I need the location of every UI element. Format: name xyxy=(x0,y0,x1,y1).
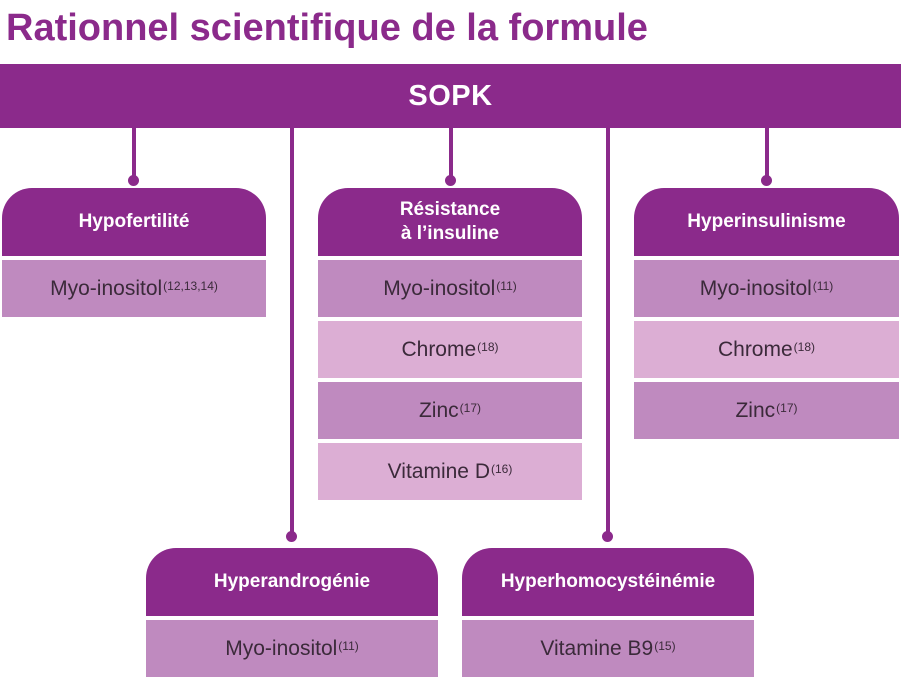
ingredient-ref: (11) xyxy=(338,638,359,653)
connector-dot-resistance xyxy=(445,175,456,186)
category-header: Résistance à l’insuline xyxy=(318,188,582,256)
ingredient-name: Vitamine D xyxy=(387,459,490,483)
ingredient-ref: (12,13,14) xyxy=(163,278,218,293)
ingredient-item: Zinc(17) xyxy=(318,382,582,439)
ingredient-item: Myo-inositol(12,13,14) xyxy=(2,260,266,317)
ingredient-item: Chrome(18) xyxy=(634,321,899,378)
connector-hypofertilite xyxy=(132,128,136,180)
category-label: Hypofertilité xyxy=(78,211,190,232)
category-header: Hyperhomocystéinémie xyxy=(462,548,754,616)
category-header: Hyperandrogénie xyxy=(146,548,438,616)
category-header: Hyperinsulinisme xyxy=(634,188,899,256)
connector-dot-hyperandrogenie xyxy=(286,531,297,542)
connector-dot-hyperhomocysteinemie xyxy=(602,531,613,542)
ingredient-item: Vitamine D(16) xyxy=(318,443,582,500)
page-title: Rationnel scientifique de la formule xyxy=(6,7,648,49)
connector-dot-hyperinsulinisme xyxy=(761,175,772,186)
connector-resistance xyxy=(449,128,453,180)
ingredient-item: Zinc(17) xyxy=(634,382,899,439)
ingredient-item: Myo-inositol(11) xyxy=(146,620,438,677)
connector-hyperandrogenie xyxy=(290,128,294,536)
ingredient-name: Chrome xyxy=(717,337,793,361)
ingredient-name: Chrome xyxy=(401,337,477,361)
ingredient-name: Myo-inositol xyxy=(50,276,163,300)
category-hyperinsulinisme: Hyperinsulinisme Myo-inositol(11) Chrome… xyxy=(634,188,899,439)
category-label: Hyperhomocystéinémie xyxy=(500,571,716,592)
category-label: Résistance à l’insuline xyxy=(399,199,501,244)
root-node-label: SOPK xyxy=(408,79,493,112)
ingredient-name: Myo-inositol xyxy=(225,636,338,660)
category-hypofertilite: Hypofertilité Myo-inositol(12,13,14) xyxy=(2,188,266,317)
ingredient-name: Myo-inositol xyxy=(699,276,812,300)
ingredient-ref: (16) xyxy=(490,461,513,476)
ingredient-item: Myo-inositol(11) xyxy=(634,260,899,317)
ingredient-ref: (15) xyxy=(654,638,676,653)
ingredient-name: Zinc xyxy=(418,398,459,422)
category-label: Hyperandrogénie xyxy=(213,571,371,592)
ingredient-name: Vitamine B9 xyxy=(540,636,654,660)
category-label: Hyperinsulinisme xyxy=(687,211,846,232)
category-resistance-insuline: Résistance à l’insuline Myo-inositol(11)… xyxy=(318,188,582,500)
connector-hyperinsulinisme xyxy=(765,128,769,180)
ingredient-ref: (18) xyxy=(793,339,816,354)
ingredient-name: Zinc xyxy=(735,398,776,422)
root-node-sopk: SOPK xyxy=(0,64,901,128)
ingredient-ref: (17) xyxy=(459,400,482,415)
ingredient-name: Myo-inositol xyxy=(383,276,496,300)
ingredient-item: Myo-inositol(11) xyxy=(318,260,582,317)
ingredient-ref: (11) xyxy=(496,278,517,293)
ingredient-item: Vitamine B9(15) xyxy=(462,620,754,677)
connector-hyperhomocysteinemie xyxy=(606,128,610,536)
ingredient-ref: (18) xyxy=(477,339,499,354)
category-header: Hypofertilité xyxy=(2,188,266,256)
connector-dot-hypofertilite xyxy=(128,175,139,186)
category-hyperandrogenie: Hyperandrogénie Myo-inositol(11) xyxy=(146,548,438,677)
ingredient-ref: (17) xyxy=(776,400,798,415)
category-hyperhomocysteinemie: Hyperhomocystéinémie Vitamine B9(15) xyxy=(462,548,754,677)
ingredient-item: Chrome(18) xyxy=(318,321,582,378)
ingredient-ref: (11) xyxy=(812,278,834,293)
